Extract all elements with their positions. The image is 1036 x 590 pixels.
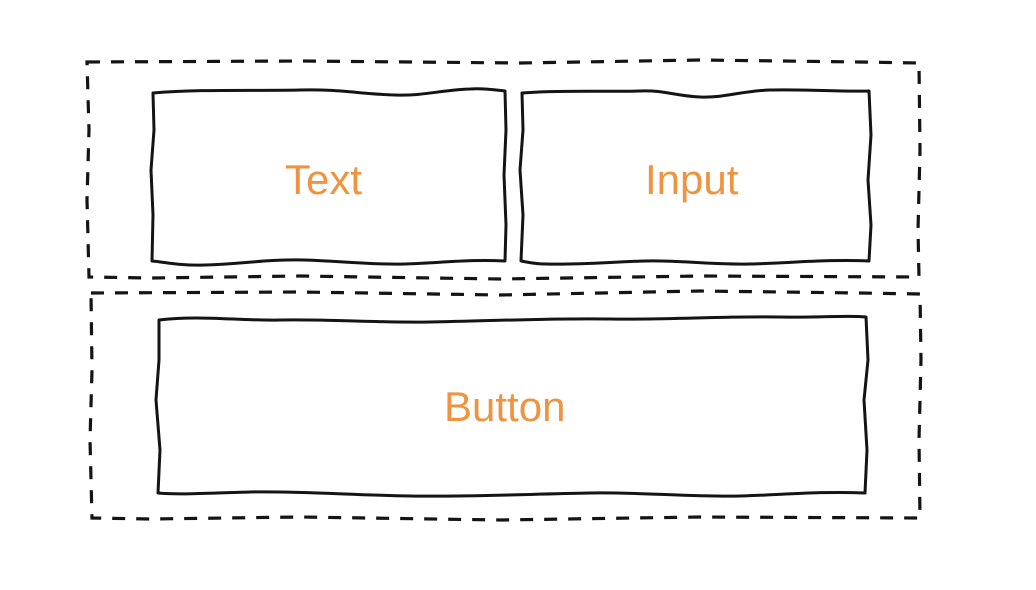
input-box-border[interactable] <box>518 88 873 266</box>
top-row-container-border[interactable] <box>85 58 922 281</box>
button-box-border[interactable] <box>154 314 870 498</box>
bottom-row-container-border[interactable] <box>88 289 923 522</box>
button-box[interactable] <box>157 316 867 496</box>
text-box[interactable] <box>153 90 506 264</box>
input-box-label: Input <box>645 156 739 203</box>
text-box-border[interactable] <box>149 87 508 267</box>
button-box-label: Button <box>444 383 566 430</box>
input-box[interactable] <box>521 90 871 264</box>
text-box-label: Text <box>285 156 363 203</box>
